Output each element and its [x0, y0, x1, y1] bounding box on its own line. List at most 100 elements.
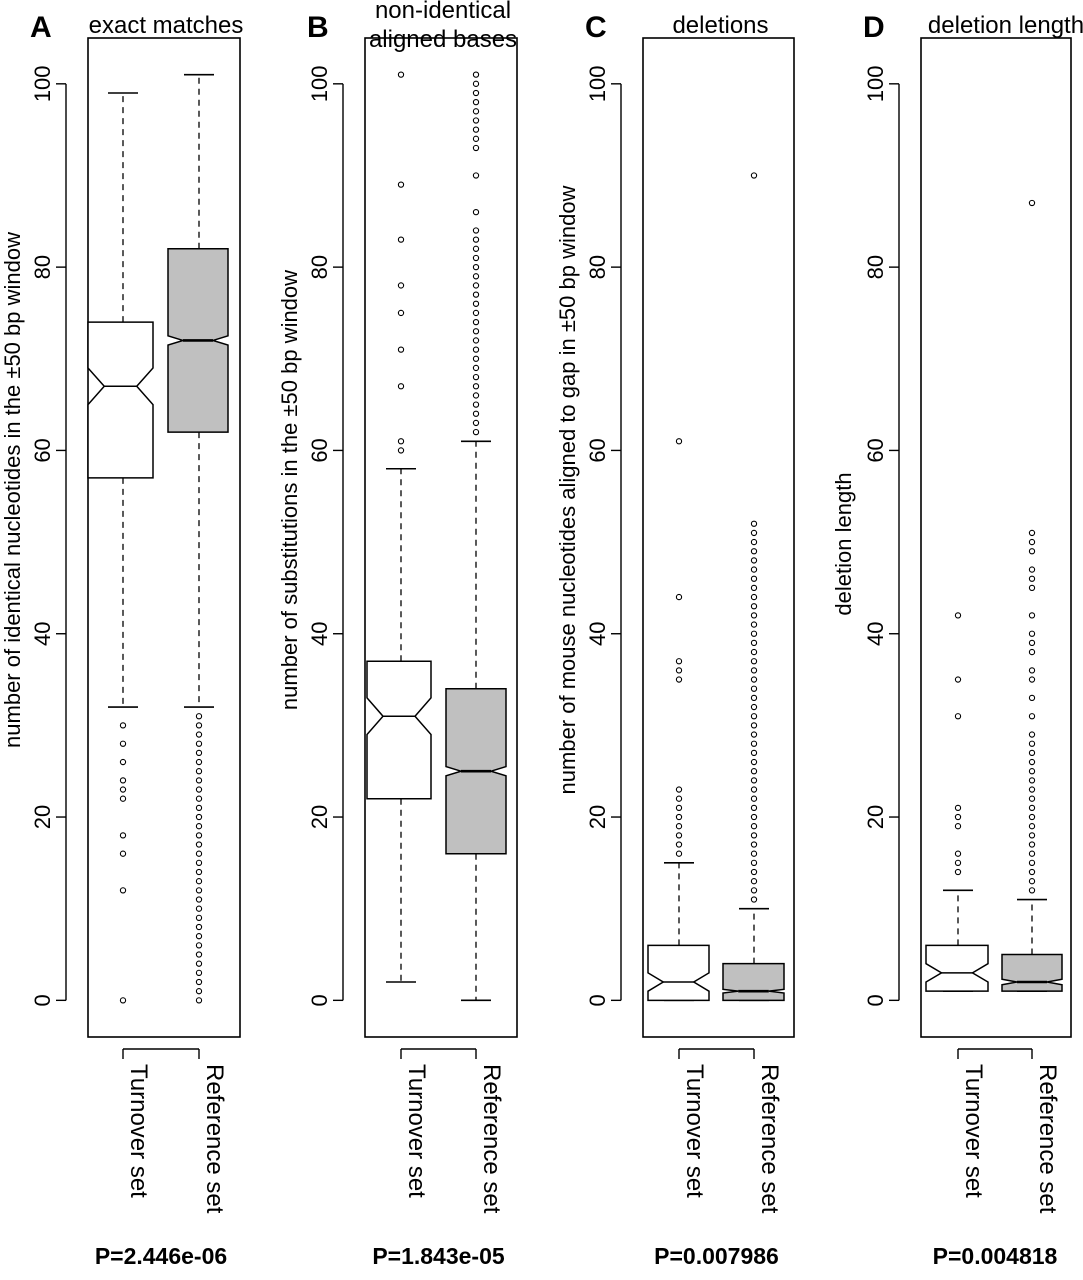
- outlier-point: [750, 768, 758, 775]
- outlier-point: [195, 768, 203, 775]
- box-turnover: [925, 612, 989, 992]
- box-reference: [167, 73, 229, 1004]
- plot-frame: [87, 37, 241, 1038]
- panel-title: exact matches: [89, 12, 244, 39]
- outlier-point: [397, 383, 405, 390]
- outlier-point: [1028, 694, 1036, 702]
- x-category-label: Reference set: [478, 1064, 505, 1214]
- outlier-point: [1028, 878, 1036, 885]
- panel-title-line: non-identical: [375, 0, 511, 24]
- y-tick-label: 40: [307, 621, 332, 645]
- outlier-point: [675, 658, 683, 665]
- outlier-point: [750, 786, 758, 793]
- outlier-point: [195, 997, 203, 1004]
- outlier-point: [750, 621, 758, 628]
- outlier-point: [472, 99, 480, 106]
- outlier-point: [119, 777, 127, 784]
- y-tick-label: 20: [30, 805, 55, 829]
- box-turnover: [87, 92, 154, 1004]
- y-tick-label: 60: [30, 438, 55, 462]
- outlier-point: [1028, 731, 1036, 738]
- outlier-point: [1028, 538, 1036, 546]
- outlier-point: [1028, 740, 1036, 747]
- outlier-point: [750, 887, 758, 894]
- outlier-point: [472, 419, 480, 427]
- outlier-point: [675, 832, 683, 839]
- outlier-point: [750, 758, 758, 766]
- outlier-point: [750, 603, 758, 610]
- outlier-point: [675, 676, 683, 683]
- outlier-point: [675, 593, 683, 601]
- outlier-point: [472, 227, 480, 234]
- outlier-point: [1028, 768, 1036, 775]
- y-tick-label: 80: [30, 255, 55, 279]
- outlier-point: [954, 868, 962, 876]
- outlier-point: [119, 997, 127, 1004]
- outlier-point: [472, 254, 480, 262]
- outlier-point: [397, 236, 405, 243]
- outlier-point: [675, 841, 683, 848]
- outlier-point: [750, 859, 758, 867]
- outlier-point: [119, 722, 127, 729]
- outlier-point: [195, 988, 203, 995]
- outlier-point: [472, 208, 480, 216]
- outlier-point: [195, 878, 203, 885]
- x-category-label: Turnover set: [125, 1064, 152, 1198]
- outlier-point: [1028, 612, 1036, 619]
- outlier-point: [750, 841, 758, 848]
- outlier-point: [195, 942, 203, 949]
- x-category-label: Turnover set: [403, 1064, 430, 1198]
- y-tick-label: 60: [863, 438, 888, 462]
- box-reference: [722, 172, 785, 1002]
- outlier-point: [195, 951, 203, 958]
- y-tick-label: 0: [30, 994, 55, 1006]
- outlier-point: [750, 694, 758, 702]
- panel-title: deletion length: [928, 12, 1083, 39]
- outlier-point: [195, 923, 203, 931]
- outlier-point: [195, 786, 203, 793]
- outlier-point: [750, 520, 758, 527]
- outlier-point: [750, 713, 758, 720]
- outlier-point: [675, 786, 683, 793]
- outlier-point: [750, 548, 758, 555]
- outlier-point: [472, 300, 480, 307]
- outlier-point: [750, 676, 758, 683]
- panel-letter: A: [30, 11, 52, 44]
- x-category-label: Turnover set: [960, 1064, 987, 1198]
- outlier-point: [954, 804, 962, 812]
- outlier-point: [472, 117, 480, 124]
- outlier-point: [472, 309, 480, 317]
- notched-box: [925, 944, 989, 992]
- outlier-point: [1028, 199, 1036, 207]
- outlier-point: [750, 575, 758, 582]
- outlier-point: [1028, 850, 1036, 857]
- outlier-point: [472, 346, 480, 353]
- outlier-point: [750, 731, 758, 738]
- outlier-point: [472, 401, 480, 408]
- outlier-point: [195, 868, 203, 876]
- outlier-point: [195, 813, 203, 821]
- outlier-point: [1028, 667, 1036, 674]
- y-tick-label: 40: [30, 621, 55, 645]
- outlier-point: [675, 850, 683, 857]
- outlier-point: [1028, 639, 1036, 647]
- outlier-point: [750, 630, 758, 637]
- outlier-point: [1028, 795, 1036, 802]
- y-axis-label: number of substitutions in the ±50 bp wi…: [277, 270, 302, 710]
- outlier-point: [472, 172, 480, 179]
- outlier-point: [397, 438, 405, 445]
- outlier-point: [1028, 823, 1036, 830]
- outlier-point: [472, 263, 480, 271]
- outlier-point: [472, 282, 480, 289]
- outlier-point: [195, 804, 203, 812]
- y-tick-label: 80: [307, 255, 332, 279]
- outlier-point: [750, 667, 758, 674]
- outlier-point: [195, 914, 203, 922]
- outlier-point: [472, 383, 480, 390]
- outlier-point: [472, 337, 480, 344]
- outlier-point: [195, 832, 203, 839]
- outlier-point: [397, 346, 405, 353]
